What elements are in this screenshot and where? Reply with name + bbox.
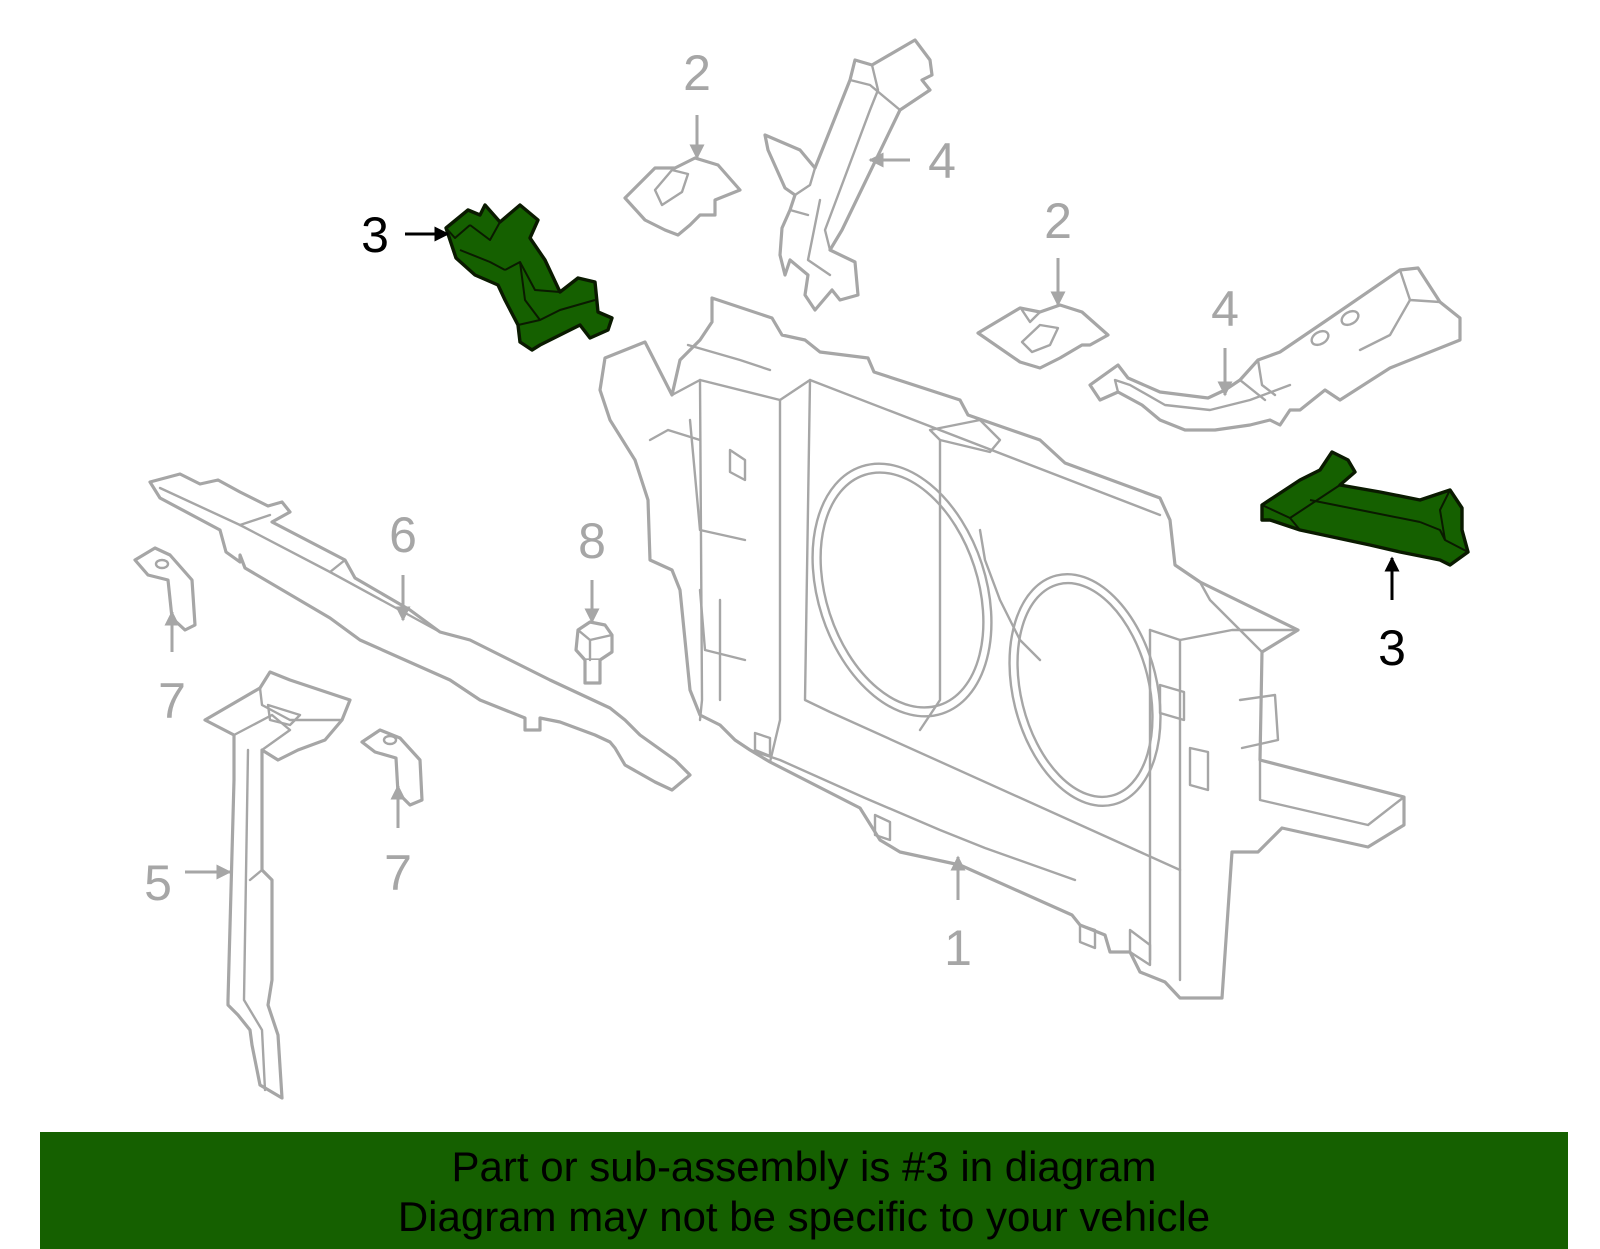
callout-2-right: 2 (1044, 193, 1072, 249)
callout-8: 8 (578, 513, 606, 569)
bracket-part-2-left (623, 156, 742, 237)
callout-2-upper: 2 (683, 45, 711, 101)
callout-6: 6 (389, 507, 417, 563)
callout-4-right: 4 (1211, 281, 1239, 337)
callout-5: 5 (144, 855, 172, 911)
callout-labels: 2 4 3 2 4 3 6 8 7 7 5 1 (144, 45, 1406, 976)
bracket-part-7-upper (133, 546, 197, 632)
bracket-part-3-right-highlighted (1260, 450, 1470, 567)
bolt-part-8 (574, 620, 614, 685)
bracket-part-7-lower (360, 728, 424, 807)
bracket-part-3-left-highlighted (444, 203, 614, 352)
radiator-core-support-part-1 (598, 296, 1406, 1000)
member-part-6 (148, 472, 692, 792)
member-part-4-right (1088, 266, 1462, 432)
banner-line-disclaimer: Diagram may not be specific to your vehi… (397, 1193, 1211, 1240)
parts-diagram: 2 4 3 2 4 3 6 8 7 7 5 1 (133, 38, 1470, 1100)
callout-7-lower: 7 (384, 845, 412, 901)
callout-7-upper: 7 (158, 673, 186, 729)
callout-1: 1 (944, 920, 972, 976)
member-part-4-upper (763, 38, 934, 312)
bracket-part-2-right (976, 303, 1110, 370)
callout-3-left: 3 (361, 207, 389, 263)
info-banner: Part or sub-assembly is #3 in diagram Di… (40, 1132, 1568, 1249)
callout-3-right: 3 (1378, 620, 1406, 676)
banner-line-part-number: Part or sub-assembly is #3 in diagram (451, 1143, 1157, 1190)
callout-4-upper: 4 (928, 133, 956, 189)
leader-arrows (164, 115, 1400, 900)
member-part-5 (203, 670, 352, 1100)
